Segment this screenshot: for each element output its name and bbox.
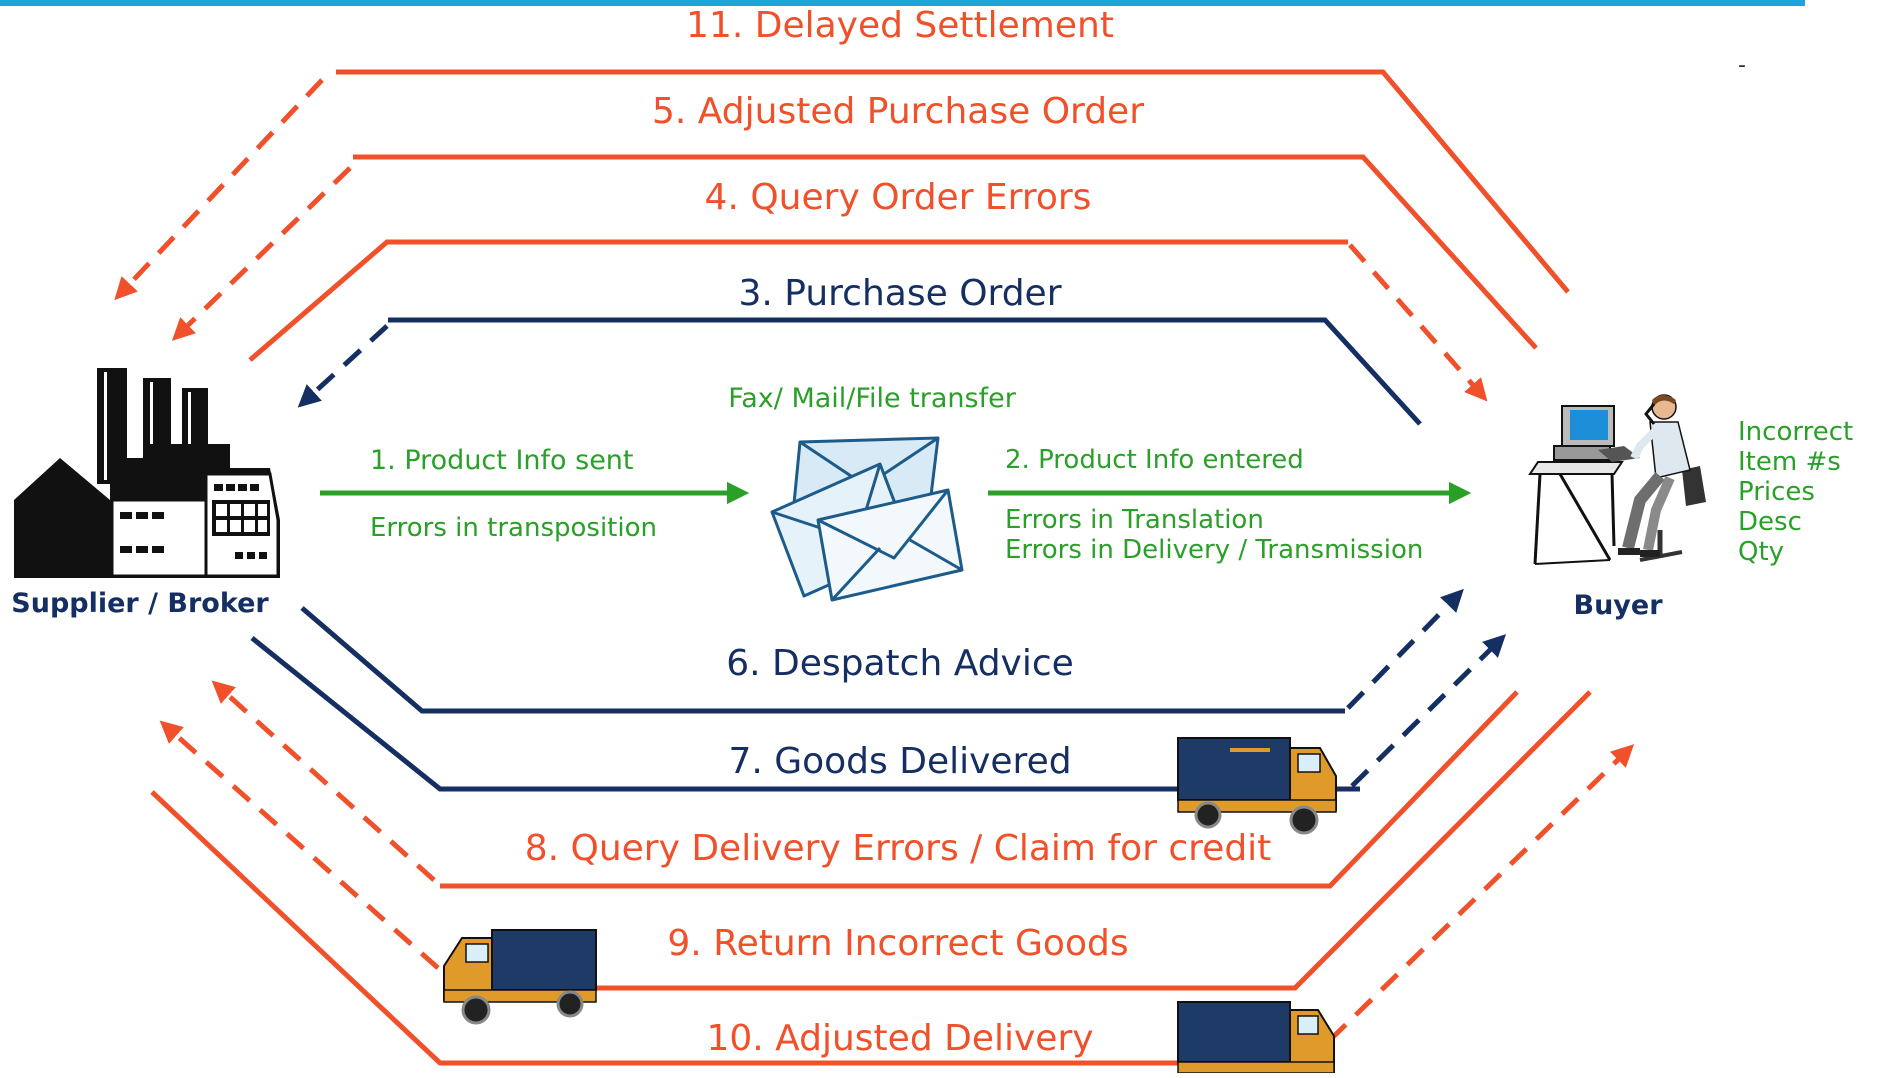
label-flow-6: 6. Despatch Advice [726, 643, 1074, 684]
note-prices: Prices [1738, 477, 1815, 507]
label-flow-11: 11. Delayed Settlement [686, 5, 1114, 46]
flow-6-despatch-advice [300, 588, 1464, 714]
buyer-error-notes: Incorrect Item #s Prices Desc Qty [1738, 417, 1853, 567]
envelopes-icon [770, 436, 964, 602]
buyer-label: Buyer [1573, 590, 1663, 621]
step2-label: 2. Product Info entered [1005, 445, 1304, 475]
flow-3-purchase-order [297, 317, 1422, 426]
flow-4-query-order-errors [248, 239, 1488, 402]
label-flow-3: 3. Purchase Order [738, 273, 1061, 314]
buyer-at-computer-icon [1528, 394, 1706, 565]
flow-11-delayed-settlement [114, 69, 1570, 301]
flow-5-adjusted-purchase-order [171, 154, 1538, 350]
label-flow-10: 10. Adjusted Delivery [706, 1018, 1093, 1059]
step1-error-label: Errors in transposition [370, 513, 657, 543]
step2-error-transmission: Errors in Delivery / Transmission [1005, 535, 1423, 565]
delivery-truck-icon-adjusted-delivery [1177, 1001, 1335, 1074]
flow-7-goods-delivered [250, 634, 1507, 792]
note-item-numbers: Item #s [1738, 447, 1841, 477]
label-flow-5: 5. Adjusted Purchase Order [652, 91, 1144, 132]
flow-10-adjusted-delivery [150, 744, 1635, 1066]
factory-icon [14, 368, 280, 578]
step1-label: 1. Product Info sent [370, 445, 634, 476]
corner-mark: - [1738, 53, 1746, 78]
note-desc: Desc [1738, 507, 1802, 537]
supplier-label: Supplier / Broker [11, 588, 269, 619]
label-flow-7: 7. Goods Delivered [728, 741, 1071, 782]
note-incorrect: Incorrect [1738, 417, 1853, 447]
label-flow-4: 4. Query Order Errors [705, 177, 1092, 218]
top-accent-bar [0, 0, 1805, 6]
flow-9-return-incorrect-goods [159, 690, 1592, 991]
flow-8-query-delivery-errors [211, 680, 1519, 889]
note-qty: Qty [1738, 537, 1784, 567]
transfer-medium-label: Fax/ Mail/File transfer [728, 383, 1016, 414]
step2-error-translation: Errors in Translation [1005, 505, 1264, 535]
delivery-truck-icon-return-goods [443, 929, 597, 1025]
delivery-truck-icon-goods-delivered [1177, 737, 1337, 835]
label-flow-8: 8. Query Delivery Errors / Claim for cre… [525, 828, 1272, 869]
label-flow-9: 9. Return Incorrect Goods [667, 923, 1128, 964]
